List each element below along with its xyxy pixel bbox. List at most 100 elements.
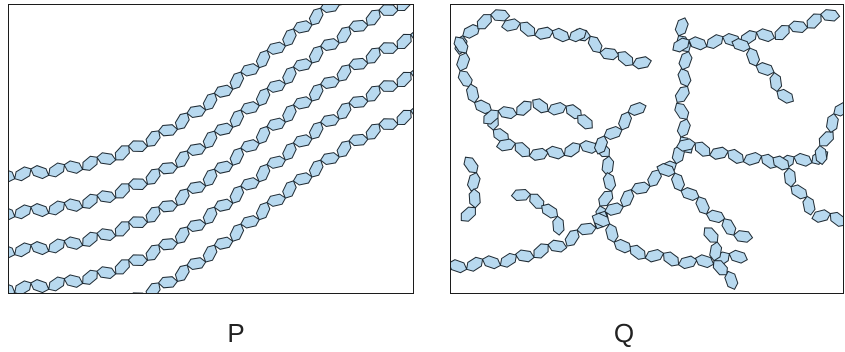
monomer-unit xyxy=(240,215,260,229)
monomer-unit xyxy=(705,209,726,224)
monomer-unit xyxy=(728,249,748,264)
monomer-unit xyxy=(811,209,832,223)
monomer-unit xyxy=(476,14,492,30)
monomer-unit xyxy=(157,200,179,213)
monomer-unit xyxy=(670,172,686,192)
monomer-unit xyxy=(9,208,16,221)
monomer-unit xyxy=(255,201,271,221)
monomer-unit xyxy=(774,24,790,41)
monomer-unit xyxy=(308,7,324,26)
monomer-unit xyxy=(396,5,411,12)
monomer-unit xyxy=(145,244,161,261)
monomer-unit xyxy=(820,9,841,22)
monomer-unit xyxy=(96,190,117,204)
monomer-unit xyxy=(709,146,729,160)
monomer-unit xyxy=(114,183,130,199)
monomer-unit xyxy=(545,145,566,160)
branched-chains-drawing xyxy=(451,9,843,290)
monomer-unit xyxy=(255,49,271,69)
monomer-unit xyxy=(788,20,809,34)
monomer-unit xyxy=(694,141,711,157)
monomer-unit xyxy=(532,98,549,114)
monomer-unit xyxy=(145,282,161,293)
monomer-unit xyxy=(829,211,843,227)
monomer-unit xyxy=(282,180,297,199)
monomer-unit xyxy=(255,163,271,183)
branched-chain-10 xyxy=(676,138,829,170)
branched-chain-14 xyxy=(593,101,647,155)
monomer-unit xyxy=(14,280,32,293)
monomer-unit xyxy=(731,37,751,53)
branched-chain-4 xyxy=(495,138,617,226)
monomer-unit xyxy=(319,5,340,14)
monomer-unit xyxy=(127,140,149,153)
monomer-unit xyxy=(706,34,724,50)
monomer-unit xyxy=(240,177,260,191)
monomer-unit xyxy=(202,168,218,187)
monomer-unit xyxy=(365,47,381,64)
monomer-unit xyxy=(514,142,530,158)
monomer-unit xyxy=(157,162,179,175)
monomer-unit xyxy=(410,107,413,115)
aligned-chains-drawing xyxy=(9,5,413,293)
monomer-unit xyxy=(229,185,245,204)
monomer-unit xyxy=(551,27,570,43)
monomer-unit xyxy=(552,215,565,236)
monomer-unit xyxy=(127,178,149,191)
monomer-unit xyxy=(568,27,587,43)
monomer-unit xyxy=(114,145,130,161)
monomer-unit xyxy=(529,193,545,209)
monomer-unit xyxy=(619,188,635,208)
monomer-unit xyxy=(790,184,808,200)
monomer-unit xyxy=(604,202,624,216)
monomer-unit xyxy=(145,206,161,223)
monomer-unit xyxy=(721,218,737,236)
monomer-unit xyxy=(348,57,369,71)
monomer-unit xyxy=(457,70,473,88)
monomer-unit xyxy=(282,28,297,47)
monomer-unit xyxy=(308,159,324,178)
monomer-unit xyxy=(818,131,834,147)
monomer-unit xyxy=(14,166,32,182)
monomer-unit xyxy=(396,33,412,50)
monomer-unit xyxy=(678,51,693,71)
branched-chain-9 xyxy=(672,9,841,53)
monomer-unit xyxy=(202,244,218,263)
monomer-unit xyxy=(82,231,98,247)
monomer-unit xyxy=(769,72,783,93)
monomer-unit xyxy=(266,117,287,131)
monomer-unit xyxy=(348,133,369,147)
monomer-unit xyxy=(501,18,521,32)
monomer-unit xyxy=(48,162,66,178)
monomer-unit xyxy=(319,152,340,166)
monomer-unit xyxy=(202,130,218,149)
monomer-unit xyxy=(598,190,614,207)
monomer-unit xyxy=(617,51,634,67)
monomer-unit xyxy=(627,101,647,116)
monomer-unit xyxy=(618,111,633,131)
monomer-unit xyxy=(213,84,234,98)
branched-chain-20 xyxy=(703,227,739,290)
monomer-unit xyxy=(266,155,287,169)
monomer-unit xyxy=(602,172,617,192)
monomer-unit xyxy=(576,222,597,236)
monomer-unit xyxy=(466,256,484,272)
monomer-unit xyxy=(145,168,161,185)
monomer-unit xyxy=(460,206,476,222)
monomer-unit xyxy=(292,96,313,110)
monomer-unit xyxy=(213,122,234,136)
monomer-unit xyxy=(676,118,691,138)
monomer-unit xyxy=(462,24,481,39)
monomer-unit xyxy=(308,45,324,64)
monomer-unit xyxy=(776,88,794,104)
monomer-unit xyxy=(282,104,297,123)
monomer-unit xyxy=(30,279,50,293)
monomer-unit xyxy=(240,101,260,115)
monomer-unit xyxy=(677,255,698,270)
branched-chain-17 xyxy=(510,188,565,236)
monomer-unit xyxy=(186,105,207,119)
branched-chain-16 xyxy=(814,102,843,166)
monomer-unit xyxy=(30,241,50,256)
monomer-unit xyxy=(127,216,149,229)
monomer-unit xyxy=(63,236,84,250)
